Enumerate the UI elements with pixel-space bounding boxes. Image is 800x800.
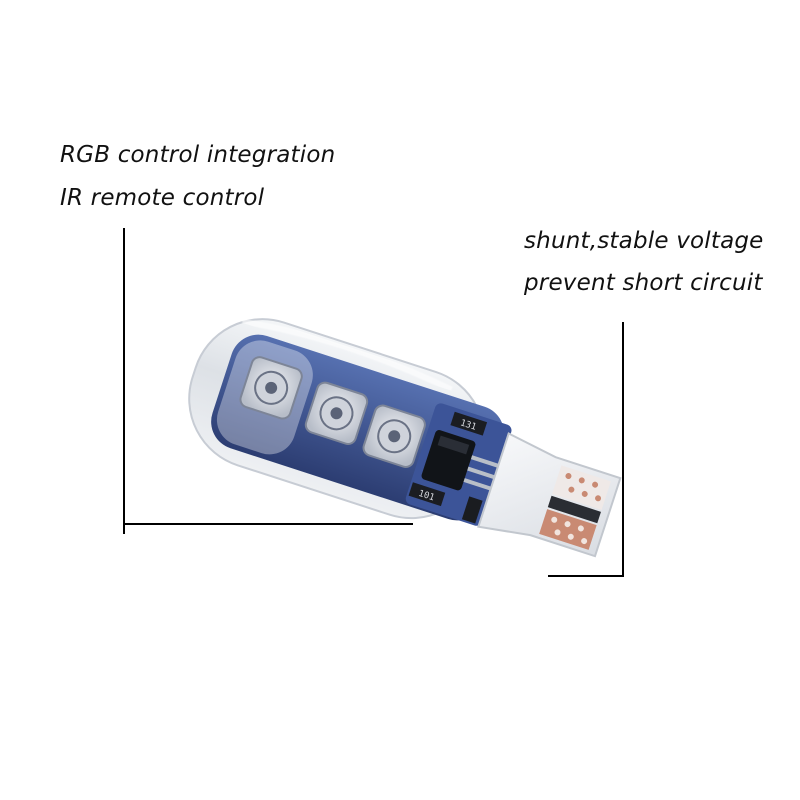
annotation-shunt-voltage: shunt,stable voltage — [524, 228, 764, 254]
annotation-rgb-control: RGB control integration — [60, 142, 336, 168]
svg-text:131: 131 — [459, 418, 478, 433]
led-chip-2 — [304, 381, 369, 445]
right-callout-vertical — [622, 322, 624, 577]
annotation-short-circuit: prevent short circuit — [524, 270, 763, 296]
led-chip-3 — [362, 404, 426, 468]
contact-pad-bottom — [539, 509, 597, 550]
left-callout-horizontal — [123, 523, 413, 525]
left-callout-vertical — [123, 228, 125, 534]
resistor-131: 131 — [450, 411, 488, 436]
contact-pad-top — [552, 465, 611, 510]
resistor-101: 101 — [408, 482, 446, 507]
annotation-ir-remote: IR remote control — [60, 185, 265, 211]
right-callout-horizontal — [548, 575, 624, 577]
led-chip-1 — [239, 356, 303, 420]
center-contact-strip — [547, 495, 601, 524]
svg-text:101: 101 — [417, 489, 436, 504]
